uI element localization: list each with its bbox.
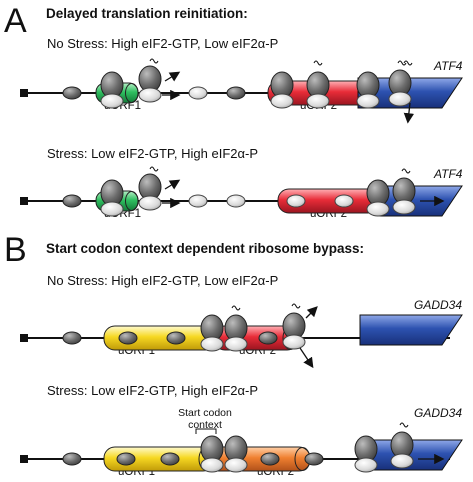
ribosome-a1-6-small <box>388 91 412 107</box>
uorf1-cylinder-a1-edge <box>125 83 139 103</box>
peptide-squiggle <box>401 168 411 174</box>
small-subunit-b1-3 <box>166 331 186 345</box>
peptide-squiggle <box>403 60 413 66</box>
condition-a2: Stress: Low eIF2-GTP, High eIF2α-P <box>47 146 259 161</box>
ribosome-b2-3-small <box>354 457 378 473</box>
ribosome-a2-2-small <box>138 195 162 211</box>
gene-label-b1: GADD34 <box>414 298 463 312</box>
small-subunit-b2-5 <box>304 452 324 466</box>
panel-title-a: Delayed translation reinitiation: <box>46 6 248 21</box>
ribosome-b2-4-small <box>390 453 414 469</box>
scanning-subunit-a2-2 <box>226 194 246 208</box>
ribosome-b2-2-small <box>224 457 248 473</box>
ribosome-a1-2-small <box>138 87 162 103</box>
start-codon-bracket <box>195 428 217 434</box>
peptide-squiggle <box>313 60 323 66</box>
ribosome-b1-2-small <box>224 336 248 352</box>
scanning-subunit-a2-3 <box>286 194 306 208</box>
ribosome-a2-4-small <box>392 199 416 215</box>
small-subunit-a1-2 <box>226 86 246 100</box>
condition-a1: No Stress: High eIF2-GTP, Low eIF2α-P <box>47 36 279 51</box>
release-arrow-a2-1 <box>164 179 181 190</box>
main-orf-gadd34-b1 <box>359 314 463 346</box>
ribosome-b1-1-small <box>200 336 224 352</box>
condition-b1: No Stress: High eIF2-GTP, Low eIF2α-P <box>47 273 279 288</box>
mrna-cap <box>20 334 28 342</box>
uorf1-cylinder-a2-edge <box>125 191 139 211</box>
ribosome-a1-3-small <box>270 93 294 109</box>
gene-label-a1: ATF4 <box>434 59 463 73</box>
release-arrow-a1-2 <box>403 102 415 124</box>
release-arrow-b1-1 <box>305 306 318 319</box>
panel-title-b: Start codon context dependent ribosome b… <box>46 241 365 256</box>
small-subunit-b1-4 <box>258 331 278 345</box>
start-codon-context-label: Start codon context <box>178 407 232 431</box>
ribosome-a1-5-small <box>356 93 380 109</box>
peptide-squiggle <box>399 422 409 428</box>
small-subunit-b1-2 <box>118 331 138 345</box>
small-subunit-b2-4 <box>260 452 280 466</box>
scanning-subunit-a2-1 <box>188 194 208 208</box>
panel-letter-b: B <box>4 231 27 269</box>
peptide-squiggle <box>291 303 301 309</box>
ribosome-a2-3-small <box>366 201 390 217</box>
ribosome-b2-1-small <box>200 457 224 473</box>
ribosome-a1-1-small <box>100 93 124 109</box>
release-arrow-a1-1 <box>164 71 181 82</box>
small-subunit-b1-1 <box>62 331 82 345</box>
scanning-subunit-a2-4 <box>334 194 354 208</box>
panel-letter-a: A <box>4 2 27 40</box>
small-subunit-a1-1 <box>62 86 82 100</box>
gene-label-a2: ATF4 <box>434 167 463 181</box>
peptide-squiggle <box>149 58 159 64</box>
small-subunit-b2-3 <box>160 452 180 466</box>
mrna-cap <box>20 197 28 205</box>
peptide-squiggle <box>149 166 159 172</box>
scanning-subunit-a1-1 <box>188 86 208 100</box>
ribosome-a1-4-small <box>306 93 330 109</box>
ribosome-b1-3-small <box>282 334 306 350</box>
mrna-cap <box>20 455 28 463</box>
mrna-cap <box>20 89 28 97</box>
small-subunit-b2-2 <box>116 452 136 466</box>
release-arrow-b1-2 <box>299 347 314 369</box>
condition-b2: Stress: Low eIF2-GTP, High eIF2α-P <box>47 383 259 398</box>
small-subunit-b2-1 <box>62 452 82 466</box>
peptide-squiggle <box>397 60 407 66</box>
peptide-squiggle <box>231 305 241 311</box>
gene-label-b2: GADD34 <box>414 406 463 420</box>
small-subunit-a2-1 <box>62 194 82 208</box>
ribosome-a2-1-small <box>100 201 124 217</box>
